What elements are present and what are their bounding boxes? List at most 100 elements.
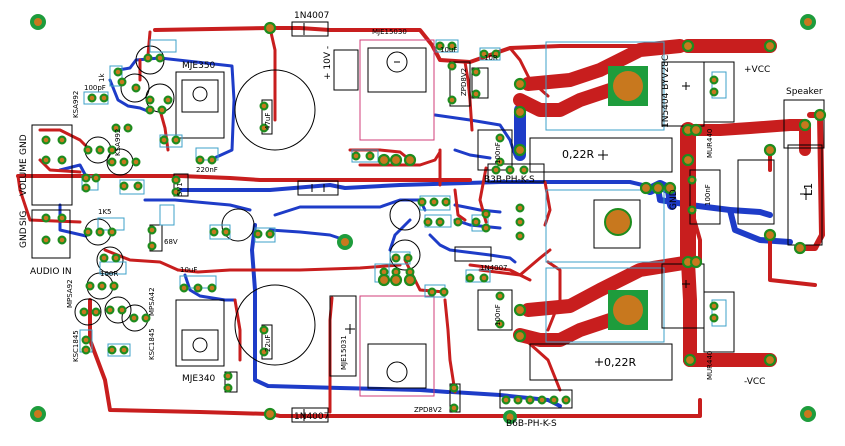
cap-100nf-mid — [477, 289, 513, 331]
pad — [495, 157, 505, 167]
pad — [95, 227, 105, 237]
pad — [447, 41, 457, 51]
label-rect-diode: 1N5404 BYV28C — [661, 55, 671, 128]
cap-small-7 — [96, 246, 124, 274]
pad-large — [377, 153, 391, 167]
pad — [57, 235, 67, 245]
pad — [441, 197, 451, 207]
pad — [81, 335, 91, 345]
pad — [57, 213, 67, 223]
label-100nf-mid: 100nF — [494, 304, 502, 326]
cap-box-mid-right — [737, 159, 775, 225]
pad-large — [263, 407, 277, 421]
polarity-marks — [303, 23, 812, 421]
label-c68v: 68V — [164, 238, 178, 246]
pad — [99, 93, 109, 103]
pad — [131, 83, 141, 93]
pad — [265, 229, 275, 239]
pad — [91, 307, 101, 317]
pad — [81, 345, 91, 355]
pad — [109, 281, 119, 291]
pad — [107, 345, 117, 355]
pad — [449, 383, 459, 393]
pad — [709, 87, 719, 97]
pad — [505, 165, 515, 175]
label-mje340: MJE340 — [182, 374, 216, 384]
pad — [41, 155, 51, 165]
label-c10uf-a: 10uF — [180, 266, 197, 274]
pad — [479, 273, 489, 283]
pad — [171, 175, 181, 185]
pad — [117, 305, 127, 315]
diode-mid — [297, 180, 339, 196]
cap-small-vert-5 — [261, 324, 273, 360]
connector-10v — [333, 49, 359, 91]
label-conn-bottom: B6B-PH-K-S — [506, 419, 557, 429]
label-100nf-right: 100nF — [704, 184, 712, 206]
pad — [253, 229, 263, 239]
transistor-mje15030-body — [359, 39, 435, 141]
cap-box-bottom-right — [703, 291, 735, 353]
label-gnd-main: GND — [669, 189, 679, 210]
pad — [223, 383, 233, 393]
pad-large — [513, 143, 527, 157]
pad — [171, 135, 181, 145]
pad — [687, 205, 697, 215]
pad — [129, 313, 139, 323]
pad — [41, 213, 51, 223]
pad-large — [389, 273, 403, 287]
diode-1n4007-mid — [454, 246, 492, 262]
pad — [81, 173, 91, 183]
pad — [193, 283, 203, 293]
label-volume: VOLUME — [19, 158, 29, 196]
pad — [481, 223, 491, 233]
pad — [83, 227, 93, 237]
label-audio-sig: SIG — [19, 211, 29, 226]
pad-large — [813, 108, 827, 122]
pad — [515, 203, 525, 213]
power-transistor-mid-body — [545, 189, 665, 263]
label-c22: 22uF — [264, 335, 272, 352]
pad — [87, 93, 97, 103]
label-ksc1845-b: KSC1845 — [148, 328, 156, 360]
pad — [113, 67, 123, 77]
label-ksa992-b: KSA992 — [114, 129, 122, 156]
pad — [105, 305, 115, 315]
pad — [479, 49, 489, 59]
pad — [83, 145, 93, 155]
pad-large — [513, 77, 527, 91]
label-ksc1845: KSC1845 — [72, 330, 80, 362]
pad-large — [763, 353, 777, 367]
pad — [221, 227, 231, 237]
pad-large — [763, 143, 777, 157]
pad — [207, 155, 217, 165]
speaker-connector — [783, 99, 825, 149]
diode-1n4007-top — [291, 21, 329, 37]
label-mur-bottom: MUR440 — [706, 351, 714, 380]
pad — [495, 133, 505, 143]
pad — [709, 301, 719, 311]
power-transistor-top-body — [545, 41, 665, 131]
cap-100nf-right — [689, 169, 721, 225]
label-c100pf: 100pF — [84, 84, 106, 92]
label-r022-top: 0,22R — [562, 148, 594, 161]
cap-small-vert-1 — [173, 173, 189, 197]
pad-large — [377, 273, 391, 287]
pad — [435, 217, 445, 227]
connector-b3b — [487, 163, 545, 183]
pad — [403, 253, 413, 263]
pad-large — [683, 353, 697, 367]
pad — [453, 217, 463, 227]
cap-large-bottom — [234, 284, 316, 366]
cap-mid-2 — [389, 199, 421, 231]
cap-small-vert-3 — [224, 371, 238, 393]
pad — [99, 253, 109, 263]
pad — [491, 49, 501, 59]
pad — [423, 217, 433, 227]
pad — [107, 227, 117, 237]
label-zpd-bottom: ZPD8V2 — [414, 406, 442, 414]
pad — [449, 403, 459, 413]
pad — [95, 145, 105, 155]
pad — [447, 95, 457, 105]
pad — [687, 175, 697, 185]
